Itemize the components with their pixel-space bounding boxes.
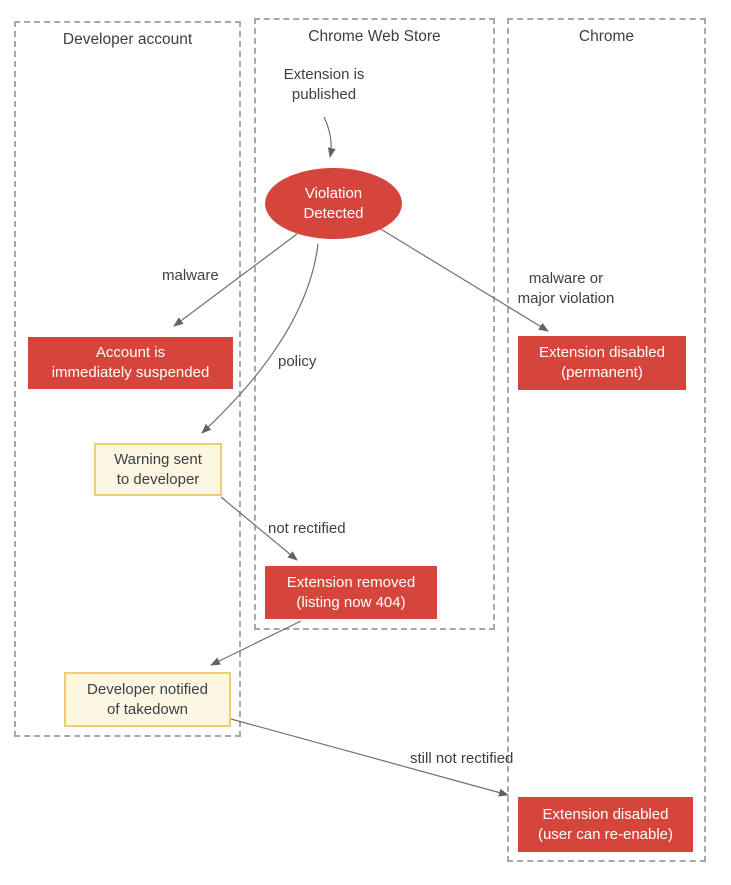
node-extension-published-line1: Extension is (283, 66, 365, 83)
edge-label-major-line2: major violation (517, 290, 615, 307)
node-account-suspended-line2: immediately suspended (51, 364, 210, 381)
edge-label-still-not-rectified: still not rectified (410, 750, 514, 767)
node-warning-sent-line1: Warning sent (114, 450, 202, 468)
node-extension-disabled-reenable: Extension disabled (user can re-enable) (518, 797, 693, 852)
node-extension-disabled-reenable-line2: (user can re-enable) (537, 825, 674, 843)
edge-label-malware: malware (162, 267, 219, 284)
node-developer-notified-line1: Developer notified (87, 680, 208, 698)
node-extension-disabled-reenable-line1: Extension disabled (542, 805, 669, 823)
node-extension-removed-line2: (listing now 404) (296, 593, 406, 611)
node-violation-detected: Violation Detected (265, 168, 402, 239)
node-account-suspended-line1: Account is (95, 344, 166, 361)
node-extension-published: Extension is published (252, 63, 396, 107)
node-developer-notified-line2: of takedown (107, 700, 188, 718)
node-warning-sent: Warning sent to developer (94, 443, 222, 496)
node-violation-detected-line1: Violation (304, 184, 363, 202)
edge-label-malware-or-major-violation: malware or major violation (506, 269, 626, 309)
node-extension-removed-line1: Extension removed (286, 573, 416, 591)
lane-title-developer-account: Developer account (62, 31, 193, 48)
edge-label-policy: policy (278, 353, 317, 370)
lane-title-chrome: Chrome (578, 28, 635, 45)
lane-title-chrome-web-store: Chrome Web Store (308, 28, 441, 45)
node-developer-notified: Developer notified of takedown (64, 672, 231, 727)
node-violation-detected-line2: Detected (303, 204, 364, 222)
edge-label-major-line1: malware or (528, 270, 604, 287)
edge-label-not-rectified: not rectified (268, 520, 346, 537)
node-extension-removed: Extension removed (listing now 404) (265, 566, 437, 619)
node-extension-disabled-permanent-line2: (permanent) (561, 364, 643, 381)
lane-chrome: Chrome (507, 18, 706, 862)
node-warning-sent-line2: to developer (116, 470, 200, 488)
node-extension-disabled-permanent-line1: Extension disabled (539, 344, 665, 361)
node-extension-disabled-permanent: Extension disabled (permanent) (518, 336, 686, 390)
node-extension-published-line2: published (291, 86, 357, 103)
node-account-suspended: Account is immediately suspended (28, 337, 233, 389)
